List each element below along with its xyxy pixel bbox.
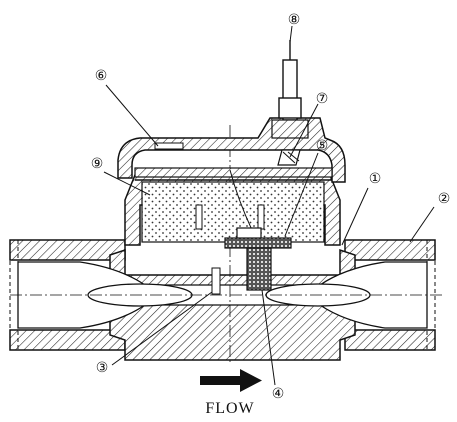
callout-1: ①	[369, 171, 382, 187]
callout-8: ⑧	[288, 12, 301, 28]
callout-3: ③	[96, 360, 109, 376]
callout-4: ④	[272, 386, 285, 402]
mesh-sensor-cylinder	[246, 247, 272, 291]
venturi-channel	[10, 125, 445, 365]
terminal-connector	[271, 40, 309, 139]
leader-lines	[103, 25, 435, 386]
callout-5: ⑤	[316, 138, 329, 154]
right-pipe	[344, 239, 436, 351]
callout-7: ⑦	[316, 91, 329, 107]
flow-arrow	[200, 369, 262, 392]
callout-2: ②	[438, 191, 451, 207]
flow-label: FLOW	[205, 400, 254, 417]
diaphragm-plate	[134, 167, 333, 181]
sensor-element	[277, 149, 301, 166]
callout-6: ⑥	[95, 68, 108, 84]
callout-9: ⑨	[91, 156, 104, 172]
